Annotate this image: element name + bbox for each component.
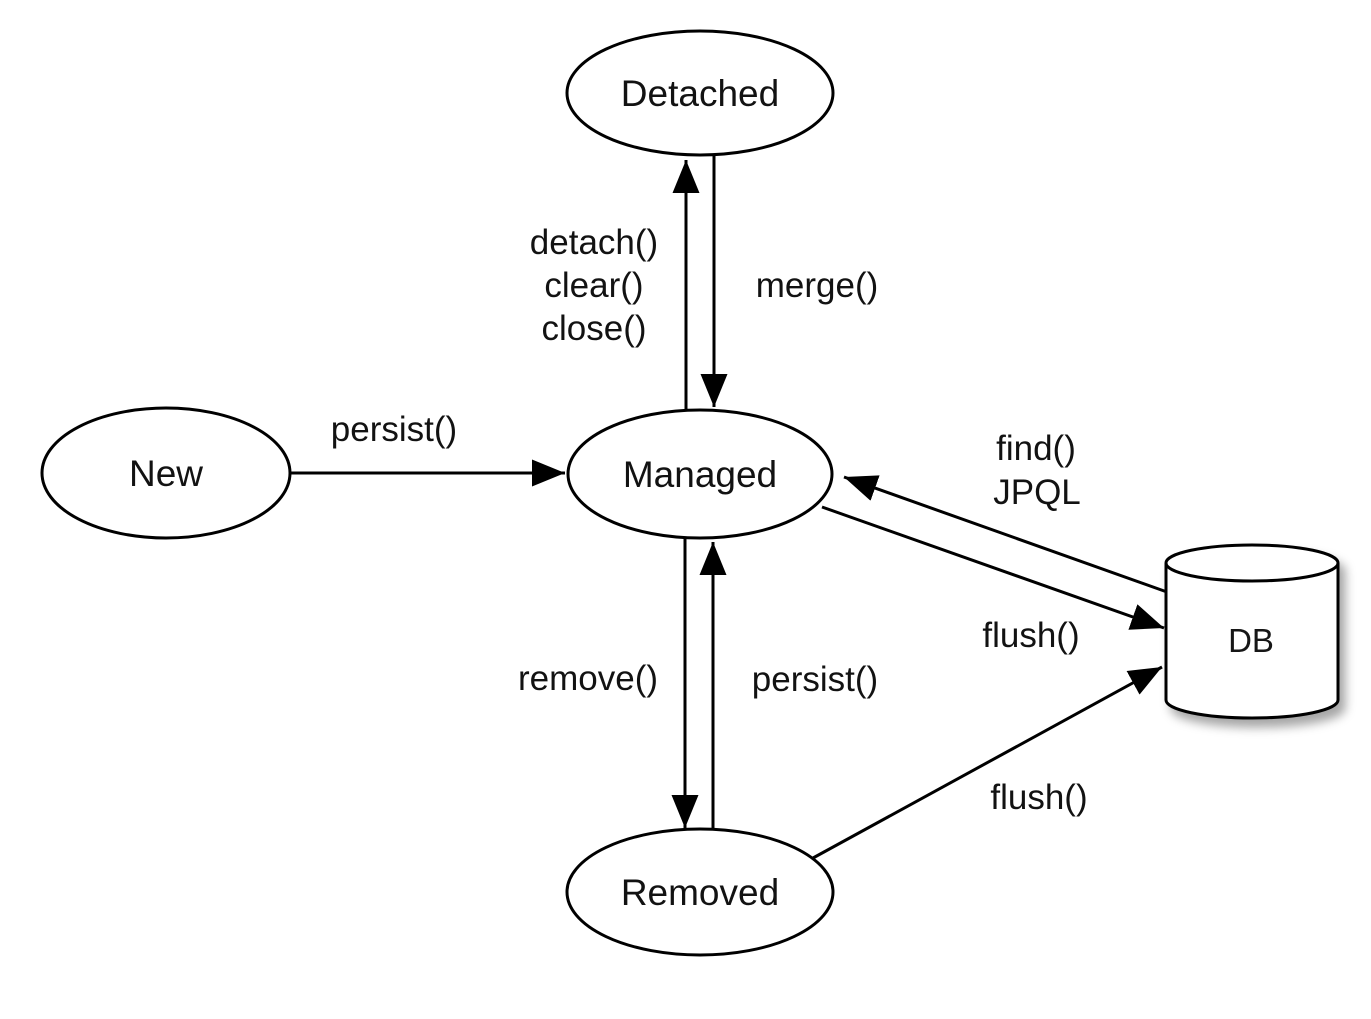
- node-managed: Managed: [566, 408, 834, 540]
- edge-label-merge: merge(): [756, 266, 879, 305]
- edge-label-persist-removed: persist(): [752, 660, 878, 699]
- database-cylinder-top: [1164, 543, 1340, 583]
- node-db: DB: [1164, 543, 1340, 720]
- edge-label-close: close(): [541, 309, 646, 348]
- database-cylinder-body: [1164, 563, 1340, 720]
- nodes: Detached New Managed Removed DB: [40, 29, 1340, 957]
- node-new-ellipse: [40, 406, 292, 540]
- edge-label-remove: remove(): [518, 659, 658, 698]
- edge-label-flush-managed: flush(): [982, 616, 1079, 655]
- node-removed-label: Removed: [621, 872, 779, 913]
- node-detached-ellipse: [565, 29, 835, 157]
- node-removed: Removed: [565, 827, 835, 957]
- edge-label-jpql: JPQL: [993, 473, 1081, 512]
- node-removed-ellipse: [565, 827, 835, 957]
- node-detached: Detached: [565, 29, 835, 157]
- edge-label-find: find(): [996, 429, 1076, 468]
- edge-removed-to-db-arrow: [812, 665, 1163, 860]
- edge-label-persist-new: persist(): [331, 410, 457, 449]
- edge-label-flush-removed: flush(): [990, 778, 1087, 817]
- node-detached-label: Detached: [621, 73, 779, 114]
- edge-managed-to-db-arrow: [821, 505, 1165, 630]
- edge-db-to-managed-arrow: [843, 475, 1168, 594]
- edge-labels: detach() clear() close() merge() persist…: [331, 223, 1088, 817]
- edge-label-detach: detach(): [530, 223, 658, 262]
- database-cylinder-icon: [1164, 543, 1340, 720]
- node-managed-ellipse: [566, 408, 834, 540]
- node-db-label: DB: [1228, 622, 1274, 659]
- node-new-label: New: [129, 453, 203, 494]
- edges: [290, 155, 1168, 860]
- edge-label-clear: clear(): [544, 266, 643, 305]
- node-managed-label: Managed: [623, 454, 777, 495]
- node-new: New: [40, 406, 292, 540]
